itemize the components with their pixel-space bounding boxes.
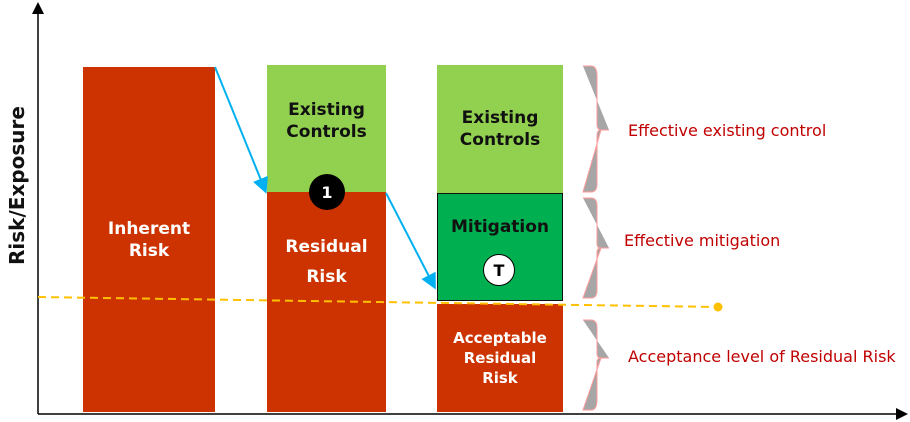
existing-controls-block-2: Existing Controls bbox=[437, 65, 563, 193]
existing-controls-label-1: Existing bbox=[288, 99, 365, 120]
residual-risk-label-1: Residual bbox=[285, 237, 368, 257]
treatment-badge-text: T bbox=[493, 260, 505, 280]
inherent-risk-bar: Inherent Risk bbox=[83, 67, 215, 412]
brace-mitigation bbox=[582, 197, 609, 299]
annotation-acceptance: Acceptance level of Residual Risk bbox=[628, 347, 896, 366]
acceptable-label-2: Residual bbox=[463, 349, 537, 367]
acceptable-label-1: Acceptable bbox=[453, 329, 547, 347]
annotation-existing-control: Effective existing control bbox=[628, 121, 827, 140]
mitigation-label: Mitigation bbox=[450, 217, 550, 237]
acceptance-threshold-line bbox=[37, 296, 719, 308]
annotation-mitigation: Effective mitigation bbox=[624, 231, 781, 250]
treatment-badge: T bbox=[483, 254, 515, 286]
arrow-to-mitigation bbox=[385, 192, 436, 290]
threshold-endpoint bbox=[713, 302, 723, 312]
brace-existing-control bbox=[582, 65, 609, 193]
existing-controls-2-label-1: Existing bbox=[461, 108, 539, 128]
existing-controls-label-2: Controls bbox=[286, 121, 367, 142]
existing-controls-block: Existing Controls bbox=[267, 65, 386, 192]
brace-acceptance bbox=[582, 319, 609, 411]
acceptable-residual-risk-block: Acceptable Residual Risk bbox=[437, 304, 563, 412]
acceptable-label-3: Risk bbox=[482, 369, 518, 387]
residual-risk-label-2: Risk bbox=[306, 267, 347, 287]
step-1-badge: 1 bbox=[309, 174, 345, 210]
inherent-risk-label-1: Inherent bbox=[107, 218, 191, 239]
arrow-to-residual bbox=[214, 66, 268, 194]
existing-controls-2-label-2: Controls bbox=[459, 130, 541, 150]
inherent-risk-label-2: Risk bbox=[128, 240, 170, 261]
step-1-badge-text: 1 bbox=[321, 182, 333, 202]
